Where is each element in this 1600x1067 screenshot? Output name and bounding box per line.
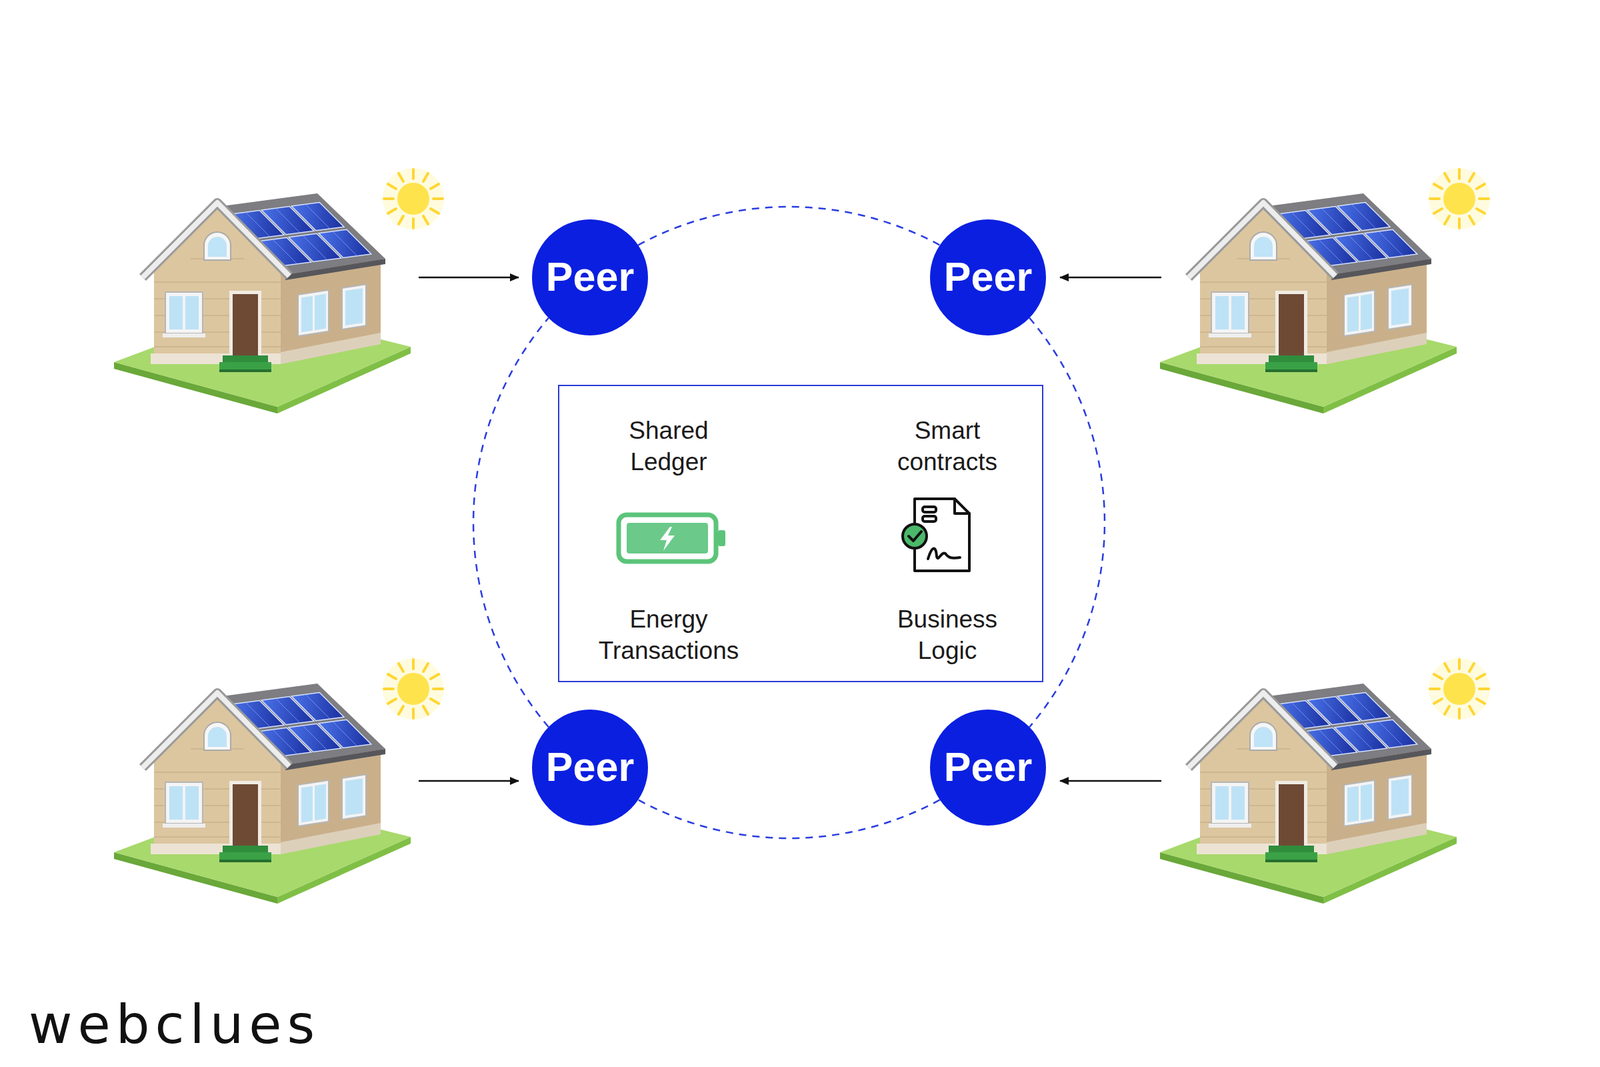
arrow (1060, 276, 1162, 279)
house (114, 683, 411, 904)
arrow (1060, 780, 1162, 782)
sun (382, 168, 444, 230)
contract-icon (902, 498, 970, 571)
box-caption: Smart contracts (897, 414, 998, 478)
arrow (418, 276, 519, 279)
house (114, 193, 411, 414)
house-bottom-left (114, 658, 444, 904)
peer-circle: Peer (930, 709, 1046, 826)
house (1160, 193, 1457, 414)
network-link (638, 799, 940, 838)
peer-circle: Peer (930, 219, 1046, 336)
sun (382, 658, 444, 720)
sun (1428, 658, 1490, 720)
network-link (473, 318, 549, 727)
house-top-left (114, 168, 444, 414)
battery-icon (618, 514, 726, 562)
peer-circle: Peer (532, 709, 648, 826)
peer-label: Peer (944, 254, 1032, 300)
brand-logo: webclues (28, 993, 320, 1056)
peer-label: Peer (944, 744, 1032, 790)
arrow (418, 780, 519, 782)
house-arrows (418, 277, 1162, 781)
peer-circle: Peer (532, 219, 648, 336)
house (1160, 683, 1457, 904)
house-top-right (1160, 168, 1490, 414)
network-link (1029, 318, 1105, 727)
box-caption: Shared Ledger (628, 414, 708, 478)
peer-label: Peer (546, 744, 634, 790)
network-link (638, 206, 940, 246)
house-bottom-right (1160, 658, 1490, 904)
ledger-box: Shared Ledger Smart contractsEnergy Trans… (558, 384, 1044, 682)
peer-label: Peer (546, 254, 634, 300)
box-caption: Energy Transactions (598, 603, 739, 666)
box-caption: Business Logic (897, 603, 998, 666)
sun (1428, 168, 1490, 230)
